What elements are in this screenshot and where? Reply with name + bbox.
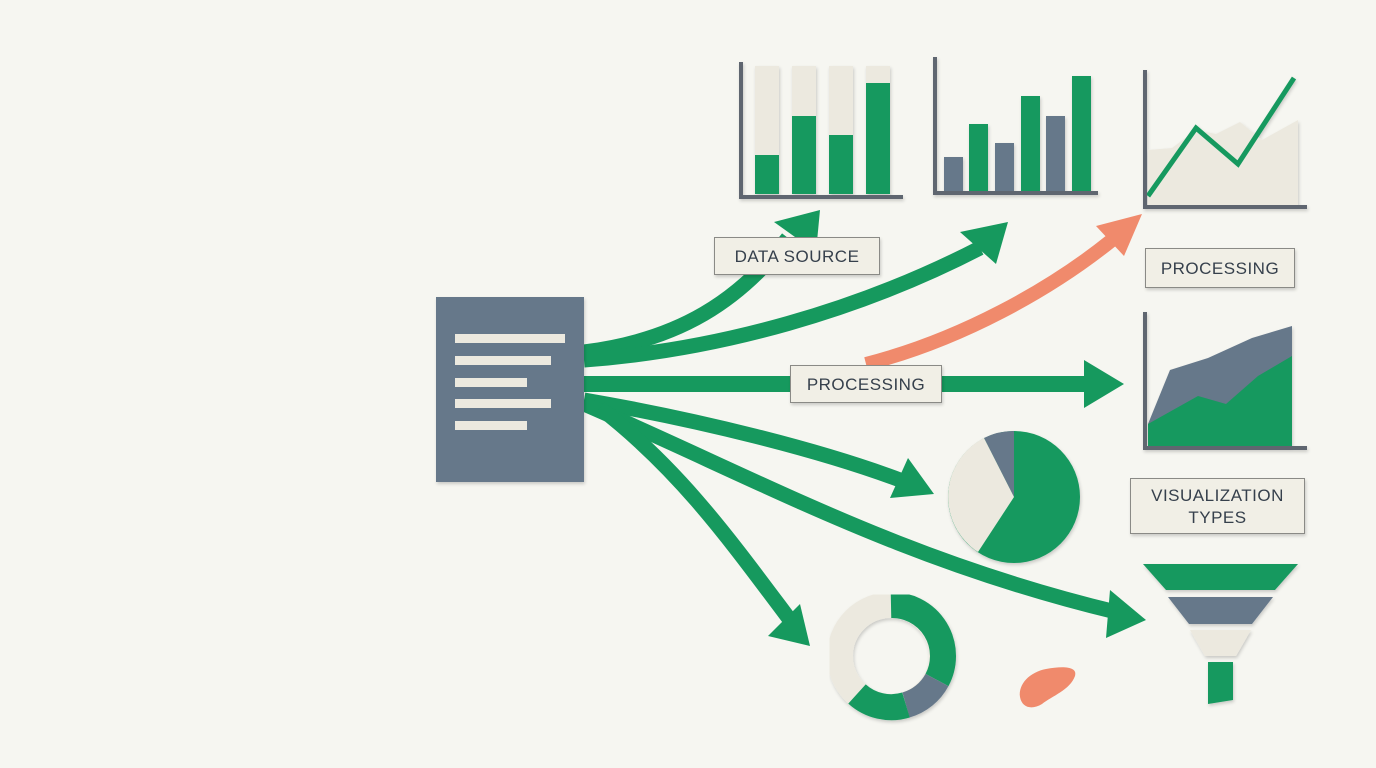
visualization-types-label: VISUALIZATION TYPES bbox=[1130, 478, 1305, 534]
arrow-to-donut bbox=[595, 402, 797, 625]
flow-arrows bbox=[581, 210, 1146, 646]
arrow-to-funnel bbox=[581, 397, 1118, 620]
line-chart-icon bbox=[1143, 70, 1307, 209]
arrowhead-funnel bbox=[1106, 590, 1146, 638]
arrowhead-bar bbox=[960, 222, 1008, 264]
arrow-to-bar bbox=[583, 241, 984, 368]
bar-chart-icon bbox=[933, 57, 1098, 195]
processing-label-center: PROCESSING bbox=[790, 365, 942, 403]
funnel-chart-icon bbox=[1143, 564, 1298, 704]
document-icon bbox=[436, 297, 584, 482]
coral-blob-shape bbox=[1019, 667, 1076, 708]
arrowhead-area bbox=[1084, 360, 1124, 408]
stacked-bar-chart-icon bbox=[739, 62, 903, 199]
donut-chart-icon bbox=[827, 592, 956, 721]
arrowhead-donut bbox=[768, 604, 810, 646]
processing-label-right: PROCESSING bbox=[1145, 248, 1295, 288]
arrowhead-line-coral bbox=[1096, 214, 1142, 256]
pie-chart-icon bbox=[948, 430, 1080, 563]
arrowhead-pie bbox=[890, 458, 934, 498]
area-chart-icon bbox=[1143, 312, 1307, 450]
data-source-label: DATA SOURCE bbox=[714, 237, 880, 275]
arrow-to-pie bbox=[582, 392, 903, 488]
arrow-to-line-coral bbox=[864, 234, 1117, 371]
